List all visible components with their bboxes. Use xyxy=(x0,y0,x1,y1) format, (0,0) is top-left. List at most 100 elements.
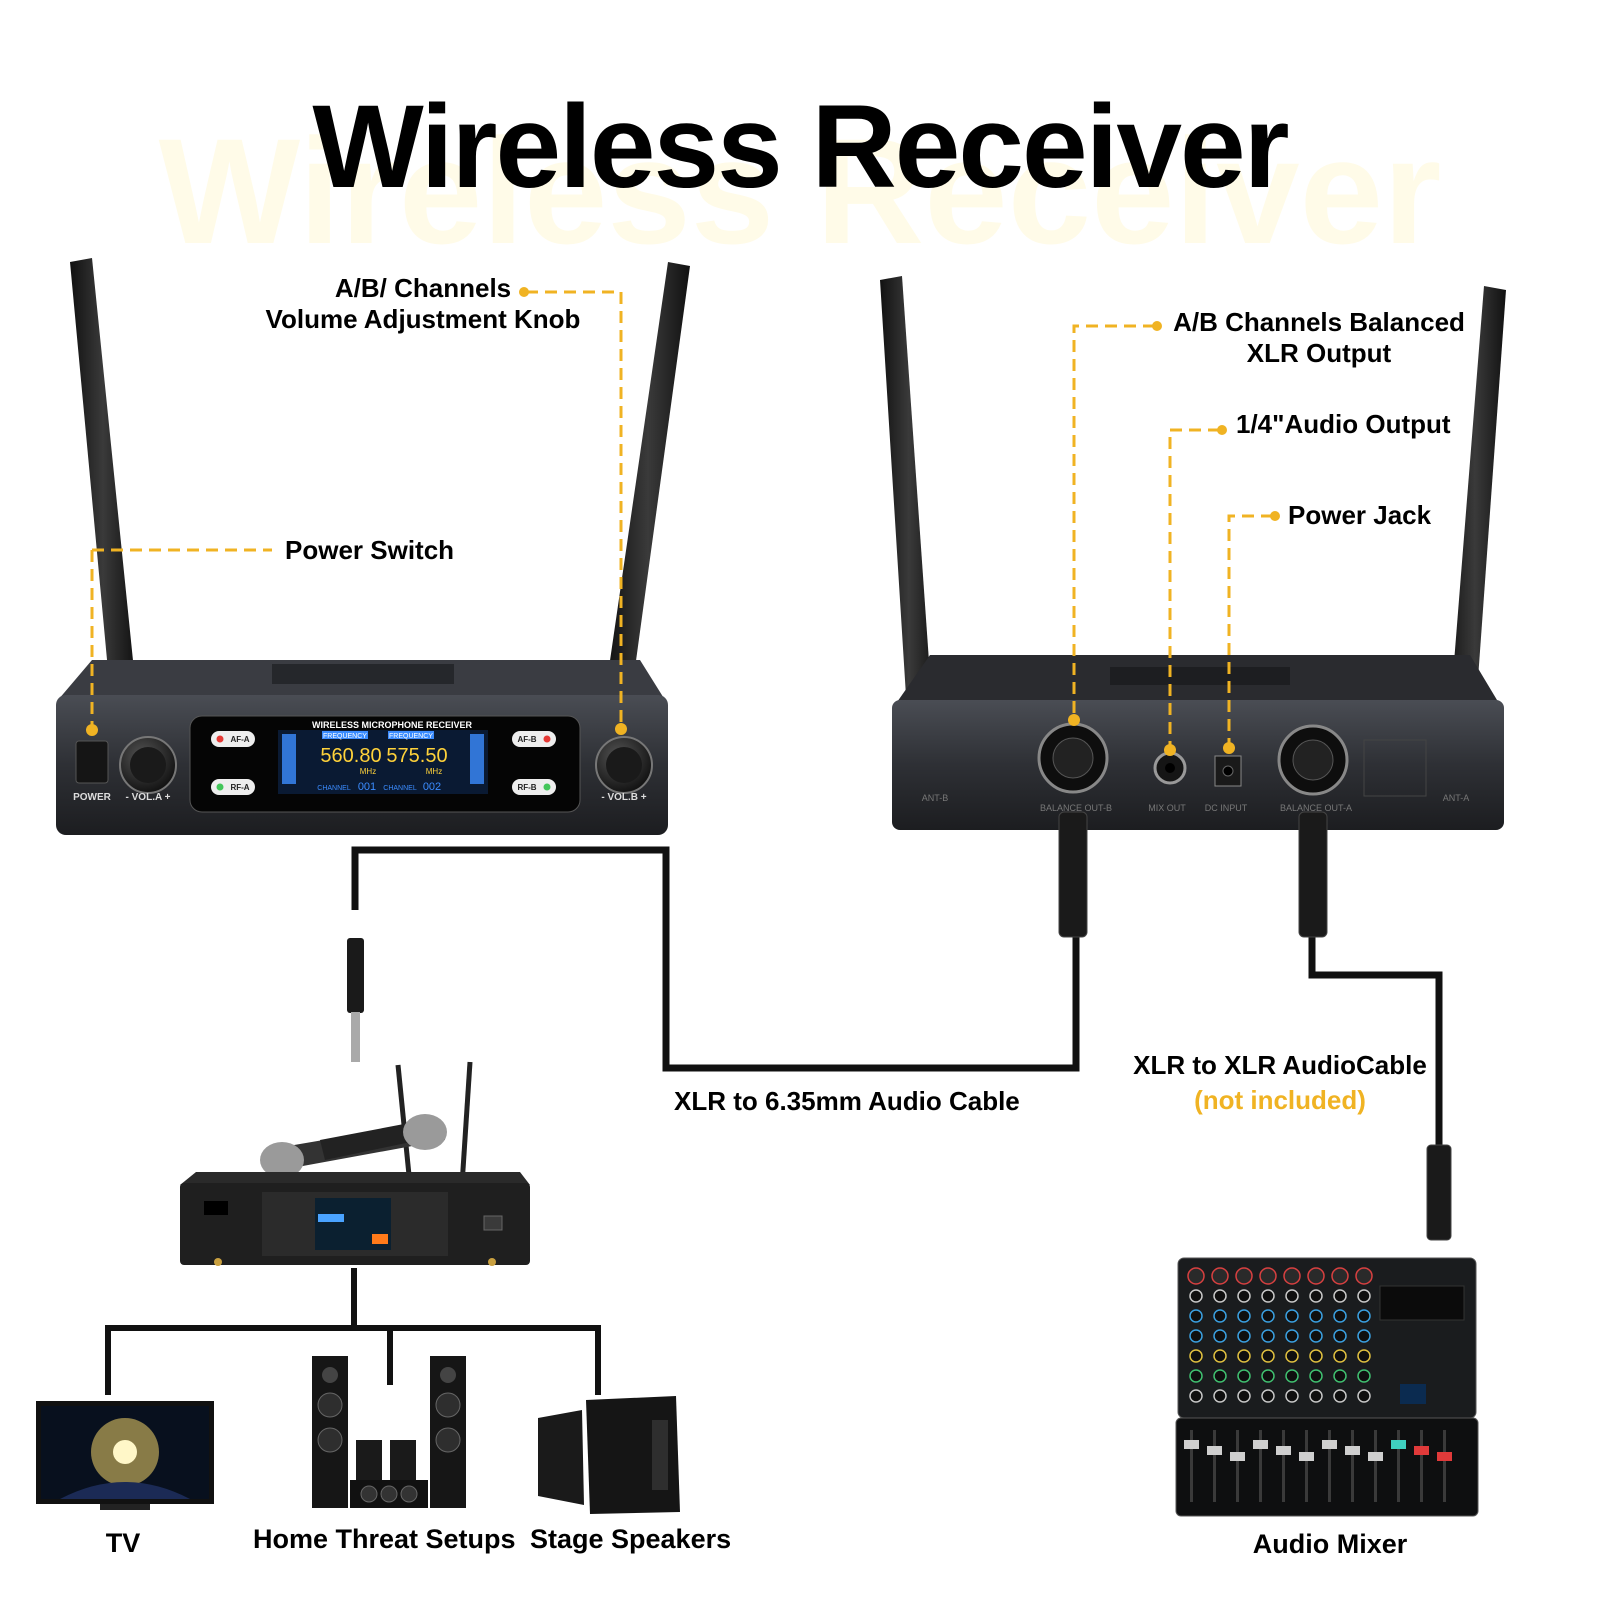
stage-speaker-panel xyxy=(652,1420,668,1490)
callout-dot-powerjack-jack xyxy=(1223,742,1235,754)
callout-dot-quarter-jack xyxy=(1164,744,1176,756)
speaker-left-woofer-2 xyxy=(317,1427,343,1453)
mixer-knob xyxy=(1213,1289,1227,1303)
tv-illustration xyxy=(36,1401,214,1510)
mixer-knob xyxy=(1285,1389,1299,1403)
mixer-fader-track xyxy=(1374,1430,1377,1502)
back-chassis xyxy=(892,700,1504,830)
mixer-knob xyxy=(1285,1309,1299,1323)
af-a-label: AF-A xyxy=(230,735,249,744)
mixer-fader-cap xyxy=(1391,1440,1406,1449)
xlr-output-callout-line1: A/B Channels Balanced xyxy=(1173,307,1465,337)
back-receiver: ANT-B BALANCE OUT-B MIX OUT DC INPUT BAL… xyxy=(880,276,1506,830)
rf-a-label: RF-A xyxy=(230,783,249,792)
mixer-knob xyxy=(1187,1267,1205,1285)
cables xyxy=(105,846,1443,1395)
home-theater-label: Home Threat Setups xyxy=(253,1524,516,1554)
mixer-knob xyxy=(1189,1369,1203,1383)
mixer-fader-track xyxy=(1328,1430,1331,1502)
mixer-fader-cap xyxy=(1368,1452,1383,1461)
out-b-label: BALANCE OUT-B xyxy=(1040,803,1112,813)
mixer-fader-panel xyxy=(1175,1417,1479,1517)
mixer-knob xyxy=(1357,1289,1371,1303)
mixer-fader-track xyxy=(1305,1430,1308,1502)
volume-knob-callout: A/B/ Channels Volume Adjustment Knob xyxy=(248,273,598,335)
channel-b-label: CHANNEL xyxy=(383,785,417,792)
ant-b-label: ANT-B xyxy=(922,793,949,803)
callout-dot-power xyxy=(86,724,98,736)
mixer-knob xyxy=(1189,1329,1203,1343)
mixer-knob xyxy=(1237,1309,1251,1323)
mixer-knob xyxy=(1333,1369,1347,1383)
mixer-knob xyxy=(1261,1329,1275,1343)
xlr-to-635-cable-label: XLR to 6.35mm Audio Cable xyxy=(674,1086,1020,1116)
tv-label: TV xyxy=(105,1528,141,1558)
volume-a-label: - VOL.A + xyxy=(126,792,171,803)
lcd-screen xyxy=(278,730,488,794)
mixer-fader-cap xyxy=(1322,1440,1337,1449)
mixer-knob xyxy=(1211,1267,1229,1285)
mixer-knob xyxy=(1261,1309,1275,1323)
callout-line-quarter xyxy=(1168,428,1220,748)
microphone-2-grille xyxy=(403,1114,447,1150)
xlr-output-callout: A/B Channels Balanced XLR Output xyxy=(1160,307,1478,369)
callout-line-xlr xyxy=(1072,324,1155,718)
tv-light-core xyxy=(113,1440,137,1464)
mixer-knob xyxy=(1333,1389,1347,1403)
freq-a-unit: MHz xyxy=(360,767,376,776)
rf-a-pill xyxy=(211,779,255,795)
xlr-to-635-cable xyxy=(351,846,1080,1072)
speaker-left-woofer-1 xyxy=(317,1392,343,1418)
af-b-label: AF-B xyxy=(517,735,536,744)
af-a-pill xyxy=(211,731,255,747)
mixer-knob xyxy=(1357,1389,1371,1403)
karaoke-amplifier xyxy=(180,1061,530,1266)
power-jack-callout: Power Jack xyxy=(1288,500,1432,530)
front-top-plate xyxy=(272,664,454,684)
rf-b-pill xyxy=(512,779,556,795)
channel-a-label: CHANNEL xyxy=(317,785,351,792)
xlr-output-callout-line2: XLR Output xyxy=(1246,338,1392,368)
mixer-knob xyxy=(1357,1329,1371,1343)
audio-mixer-label: Audio Mixer xyxy=(1252,1529,1408,1559)
xlr-to-xlr-cable-label: XLR to XLR AudioCable (not included) xyxy=(1110,1050,1450,1116)
mixer-knob xyxy=(1261,1389,1275,1403)
xlr-out-b-inner xyxy=(1052,737,1094,779)
volume-b-label: - VOL.B + xyxy=(601,792,646,803)
dc-input-hole xyxy=(1222,765,1234,777)
channel-b-value: 002 xyxy=(423,781,441,793)
jack-plug-tip xyxy=(351,1012,360,1062)
callout-dot-volume-knob xyxy=(615,723,627,735)
callout-dot-volume xyxy=(519,287,529,297)
stage-speakers-label: Stage Speakers xyxy=(530,1524,732,1554)
dc-input-label: DC INPUT xyxy=(1205,803,1248,813)
mixer-knob xyxy=(1237,1329,1251,1343)
xlr-to-xlr-cable-name: XLR to XLR AudioCable xyxy=(1133,1050,1427,1080)
not-included-note: (not included) xyxy=(1194,1085,1366,1115)
mixer-knob xyxy=(1189,1289,1203,1303)
mixer-fader-cap xyxy=(1230,1452,1245,1461)
rf-a-led xyxy=(216,783,224,791)
volume-knob-callout-line2: Volume Adjustment Knob xyxy=(265,304,581,334)
mixer-knob xyxy=(1309,1289,1323,1303)
mixer-knob xyxy=(1189,1309,1203,1323)
volume-b-knob-cap xyxy=(606,747,642,783)
callout-lines xyxy=(90,290,1273,748)
mixer-knob xyxy=(1309,1369,1323,1383)
mixer-knob xyxy=(1237,1349,1251,1363)
mixer-knob xyxy=(1355,1267,1373,1285)
mixer-knob xyxy=(1285,1329,1299,1343)
amp-antenna-right xyxy=(459,1061,473,1186)
power-button[interactable] xyxy=(75,740,109,784)
mixer-knob xyxy=(1285,1289,1299,1303)
level-meter-b xyxy=(470,734,484,784)
stage-speaker-left xyxy=(538,1410,584,1505)
speaker-right-woofer-2 xyxy=(435,1427,461,1453)
mix-out-label: MIX OUT xyxy=(1148,803,1186,813)
center-speaker-driver-2 xyxy=(380,1485,398,1503)
page-title: Wireless Receiver xyxy=(312,81,1289,213)
mixer-fader-cap xyxy=(1276,1446,1291,1455)
mixer-fader-cap xyxy=(1184,1440,1199,1449)
